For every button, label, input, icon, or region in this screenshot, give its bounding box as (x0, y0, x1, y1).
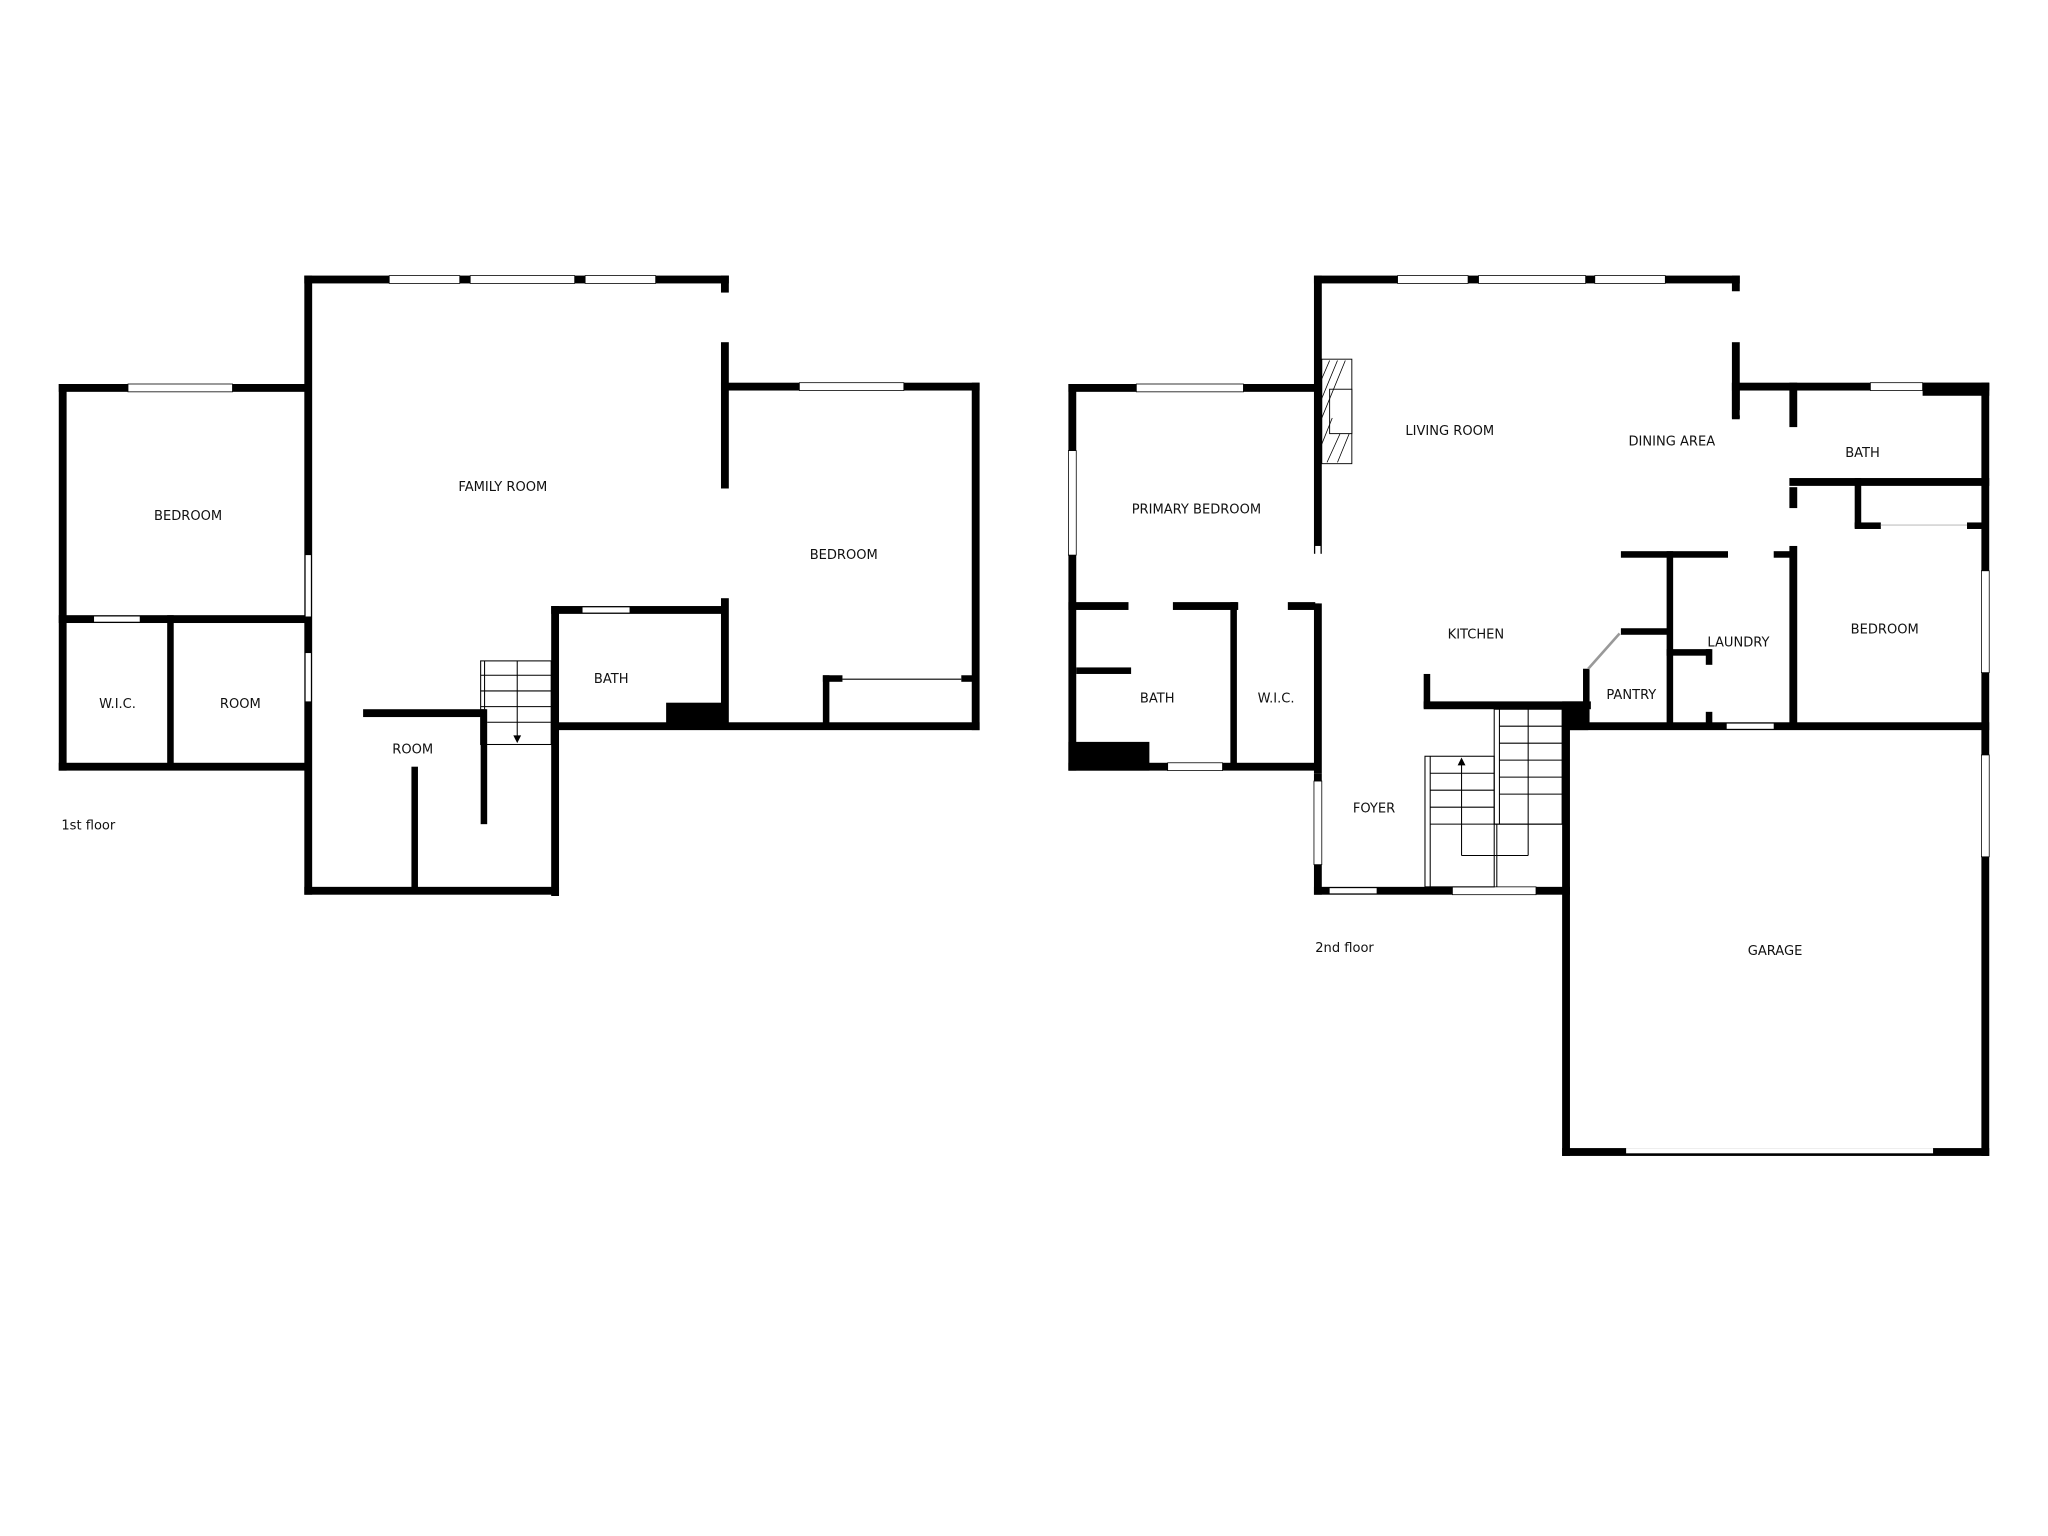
stair-arrow-down-icon (513, 735, 522, 744)
room-label: ROOM (392, 743, 433, 758)
room-label: W.I.C. (1258, 692, 1295, 707)
room-label: BATH (1845, 446, 1880, 461)
room-label: BATH (1140, 692, 1175, 707)
floor-label: 2nd floor (1315, 941, 1374, 956)
room-label: BEDROOM (810, 548, 878, 563)
floor-label: 1st floor (61, 818, 116, 833)
fireplace (1321, 358, 1353, 465)
room-label: LAUNDRY (1707, 636, 1769, 651)
room-label: GARAGE (1748, 944, 1803, 959)
second-floor: PRIMARY BEDROOM LIVING ROOM DINING AREA … (1068, 275, 1990, 1156)
staircase (480, 660, 552, 746)
room-label: BEDROOM (154, 509, 222, 524)
staircase (1424, 708, 1563, 888)
room-label: W.I.C. (99, 697, 136, 712)
room-label: BATH (594, 672, 629, 687)
room-label: BEDROOM (1851, 622, 1919, 637)
room-label: PANTRY (1606, 688, 1656, 703)
room-label: ROOM (220, 697, 261, 712)
room-label: LIVING ROOM (1405, 424, 1494, 439)
room-label: KITCHEN (1448, 628, 1505, 643)
room-label: DINING AREA (1628, 434, 1715, 449)
room-label: PRIMARY BEDROOM (1132, 502, 1261, 517)
room-label: FOYER (1353, 801, 1395, 816)
stair-arrow-up-icon (1457, 757, 1466, 766)
first-floor: BEDROOM FAMILY ROOM BEDROOM W.I.C. ROOM … (58, 275, 980, 896)
room-label: FAMILY ROOM (458, 480, 547, 495)
